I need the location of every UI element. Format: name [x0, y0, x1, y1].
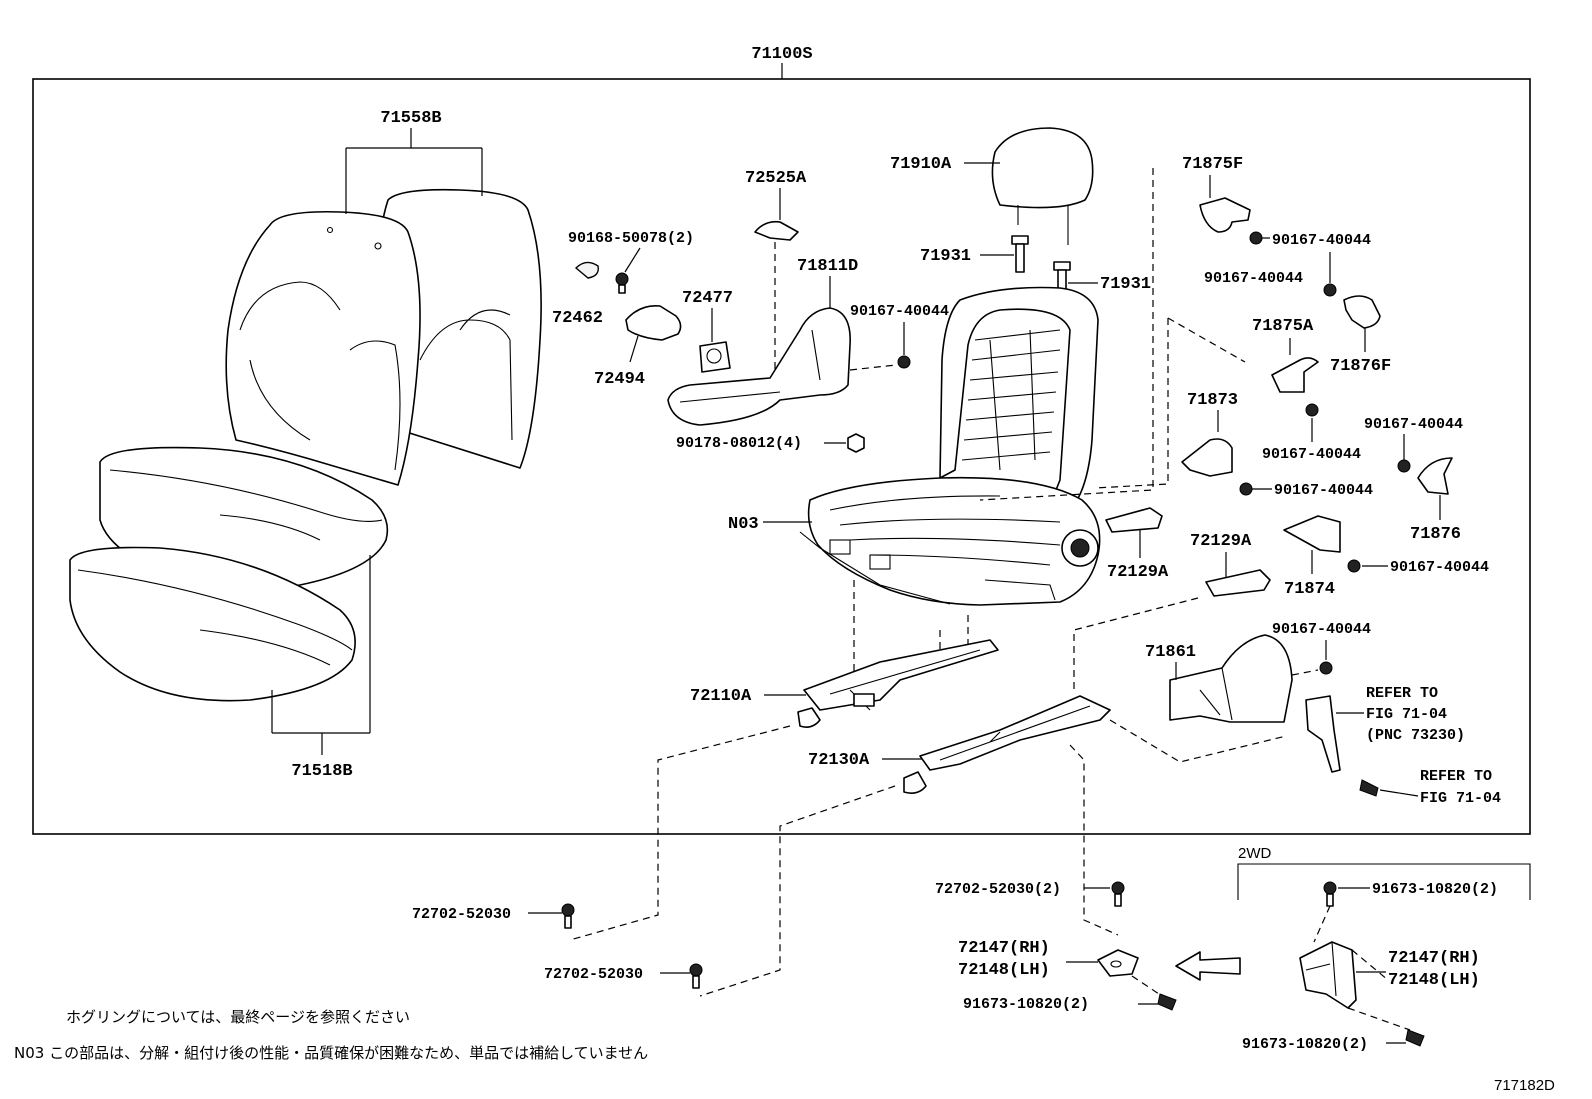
label-support-1[interactable]: 71931: [920, 247, 971, 266]
lever-cover-a: [1105, 507, 1163, 533]
label-screw-a2[interactable]: 90167-40044: [1204, 270, 1303, 287]
label-headrest[interactable]: 71910A: [890, 155, 952, 174]
label-cover-back[interactable]: 71558B: [380, 109, 441, 128]
seat-belt-anchor: [1305, 695, 1341, 773]
headrest: [991, 127, 1094, 245]
screw-e: [1347, 559, 1361, 573]
label-bolt-4[interactable]: 91673-10820(2): [963, 996, 1089, 1013]
label-knob-c[interactable]: 72494: [594, 370, 645, 389]
label-bracket-rh[interactable]: 72147(RH): [958, 939, 1050, 958]
bolt-6: [1405, 1029, 1425, 1047]
label-screw-frame[interactable]: 90167-40044: [850, 303, 949, 320]
twowd-box: [1237, 863, 1531, 900]
nut-frame: [847, 433, 865, 453]
screw-frame: [897, 355, 911, 369]
note-n03: N03 この部品は、分解・組付け後の性能・品質確保が困難なため、単品では補給して…: [14, 1044, 648, 1062]
label-refer2-line2[interactable]: FIG 71-04: [1420, 790, 1501, 807]
label-refer2-line1[interactable]: REFER TO: [1420, 768, 1492, 785]
seatback-cover-rear: [377, 188, 542, 469]
label-cover-b[interactable]: 71876F: [1330, 357, 1391, 376]
label-screw-f[interactable]: 90167-40044: [1272, 621, 1371, 638]
seat-frame: [799, 286, 1101, 606]
bracket-a: [1271, 357, 1319, 393]
label-adjuster-b[interactable]: 72130A: [808, 751, 870, 770]
seatback-cover-front: [225, 210, 421, 486]
cover-e: [1283, 515, 1341, 553]
label-refer1-line2[interactable]: FIG 71-04: [1366, 706, 1447, 723]
label-cover-e[interactable]: 71874: [1284, 580, 1335, 599]
label-bracket-lh[interactable]: 72148(LH): [958, 961, 1050, 980]
cushion-cover-lower: [69, 546, 356, 702]
belt-bolt: [1359, 779, 1379, 797]
label-bolt-5[interactable]: 91673-10820(2): [1372, 881, 1498, 898]
label-bracket-rh-2[interactable]: 72147(RH): [1388, 949, 1480, 968]
label-knob-b[interactable]: 72477: [682, 289, 733, 308]
adjuster-bracket: [1097, 949, 1139, 977]
screw-a2: [1323, 283, 1337, 297]
label-screw-shield[interactable]: 90168-50078(2): [568, 230, 694, 247]
screw-d: [1397, 459, 1411, 473]
screw-f: [1319, 661, 1333, 675]
label-cover-c[interactable]: 71873: [1187, 391, 1238, 410]
label-shield-outer[interactable]: 71811D: [797, 257, 858, 276]
label-frame[interactable]: N03: [728, 515, 759, 534]
bolt-5: [1323, 881, 1337, 907]
seat-shield-inner: [1169, 634, 1293, 723]
knob-lever: [625, 304, 682, 341]
bolt-3: [1111, 881, 1125, 907]
label-cover-a[interactable]: 71875F: [1182, 155, 1243, 174]
cover-b: [1343, 295, 1381, 329]
label-nut-frame[interactable]: 90178-08012(4): [676, 435, 802, 452]
label-screw-b[interactable]: 90167-40044: [1262, 446, 1361, 463]
label-bolt-1[interactable]: 72702-52030: [412, 906, 511, 923]
headrest-support-left: [1011, 235, 1029, 273]
bolt-1: [561, 903, 575, 929]
screw-shield: [615, 272, 629, 294]
label-bolt-6[interactable]: 91673-10820(2): [1242, 1036, 1368, 1053]
lever-cover-b: [1205, 569, 1271, 597]
bolt-4: [1157, 993, 1177, 1011]
label-refer1-line3[interactable]: (PNC 73230): [1366, 727, 1465, 744]
label-lever-cover-b[interactable]: 72129A: [1190, 532, 1252, 551]
cover-d: [1417, 457, 1453, 495]
label-screw-e[interactable]: 90167-40044: [1390, 559, 1489, 576]
label-adjuster-a[interactable]: 72110A: [690, 687, 752, 706]
label-cover-d[interactable]: 71876: [1410, 525, 1461, 544]
label-cover-cushion[interactable]: 71518B: [291, 762, 352, 781]
assembly-label[interactable]: 71100S: [751, 45, 812, 64]
bolt-2: [689, 963, 703, 989]
knob-cap: [574, 261, 599, 279]
note-hog-ring: ホグリングについては、最終ページを参照ください: [66, 1008, 410, 1026]
label-refer1-line1[interactable]: REFER TO: [1366, 685, 1438, 702]
cover-c: [1181, 438, 1233, 477]
figure-id: 717182D: [1494, 1077, 1555, 1094]
screw-a1: [1249, 231, 1263, 245]
label-bolt-3[interactable]: 72702-52030(2): [935, 881, 1061, 898]
seat-shield-outer: [667, 307, 851, 426]
label-support-2[interactable]: 71931: [1100, 275, 1151, 294]
label-screw-a1[interactable]: 90167-40044: [1272, 232, 1371, 249]
label-bracket-a[interactable]: 71875A: [1252, 317, 1314, 336]
knob-mechanism: [699, 341, 731, 373]
screw-c: [1239, 482, 1253, 496]
label-shield-pieces[interactable]: 72525A: [745, 169, 807, 188]
label-2wd[interactable]: 2WD: [1238, 845, 1272, 862]
label-screw-c[interactable]: 90167-40044: [1274, 482, 1373, 499]
adjuster-bracket-2wd: [1299, 941, 1357, 1009]
label-bracket-lh-2[interactable]: 72148(LH): [1388, 971, 1480, 990]
label-shield-inner[interactable]: 71861: [1145, 643, 1196, 662]
label-bolt-2[interactable]: 72702-52030: [544, 966, 643, 983]
seat-adjuster-inner: [797, 639, 999, 728]
screw-b: [1305, 403, 1319, 417]
shield-clip: [754, 220, 799, 241]
arrow-icon: [1175, 951, 1241, 981]
cover-a: [1199, 197, 1251, 233]
seat-adjuster-outer: [903, 695, 1111, 794]
label-knob-a[interactable]: 72462: [552, 309, 603, 328]
label-lever-cover-a[interactable]: 72129A: [1107, 563, 1169, 582]
label-screw-d[interactable]: 90167-40044: [1364, 416, 1463, 433]
